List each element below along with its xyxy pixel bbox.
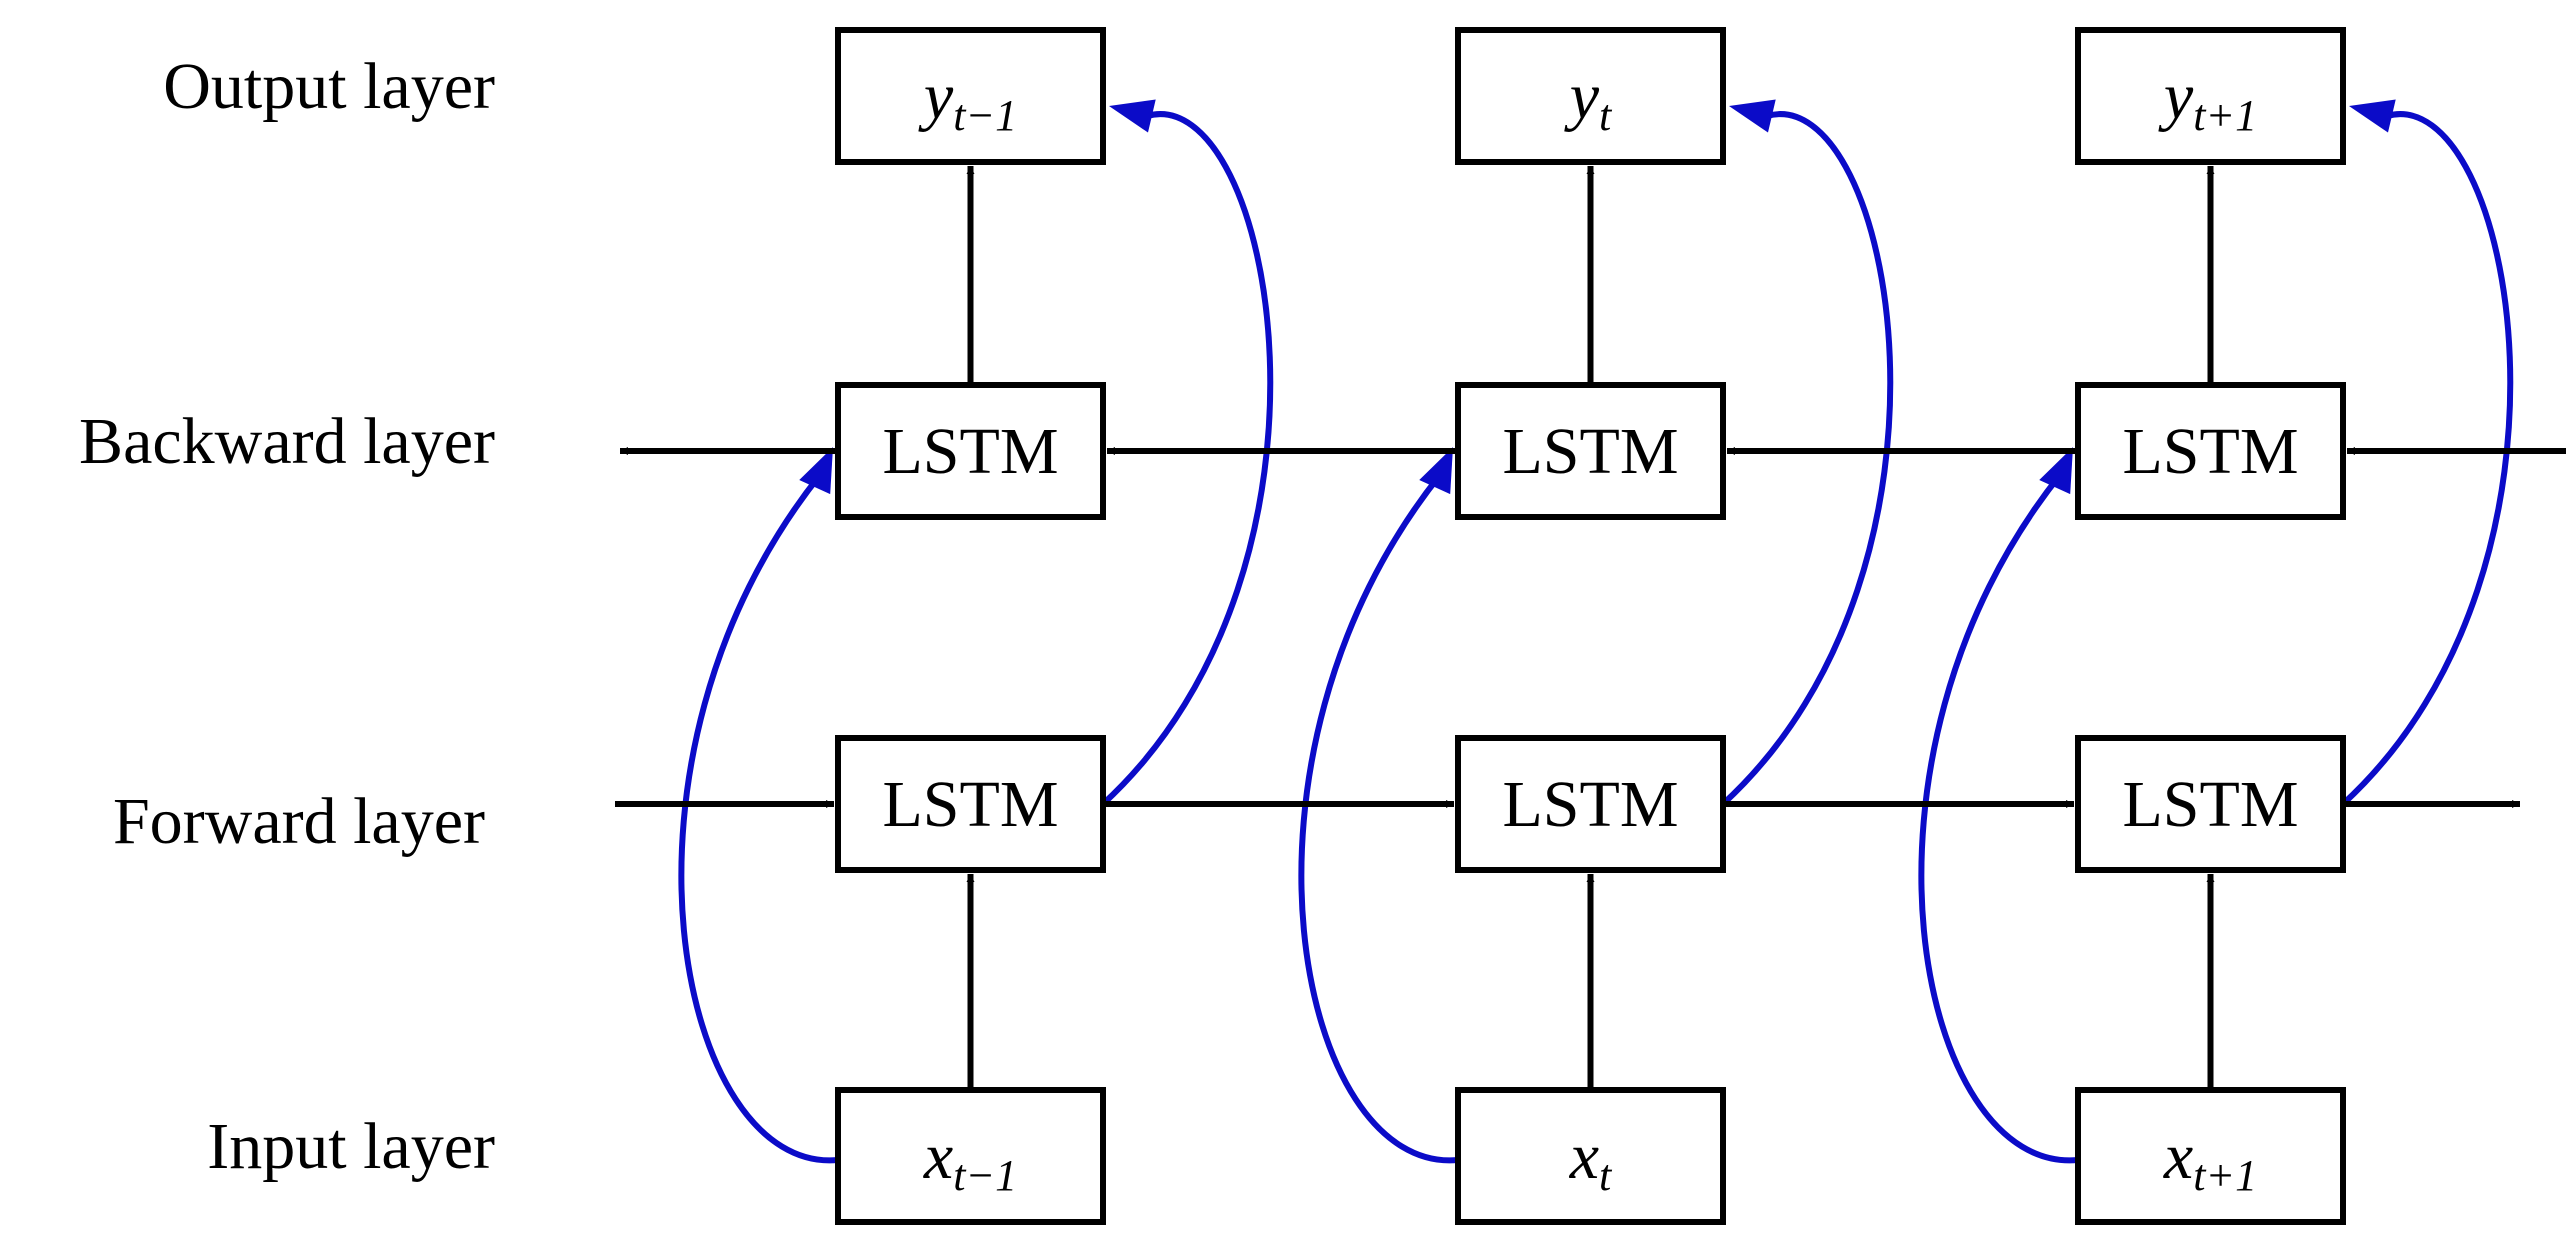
input-box-1-var: x bbox=[1569, 1120, 1599, 1193]
output-box-2-border bbox=[2075, 27, 2346, 165]
forward-lstm-1: LSTM bbox=[1455, 735, 1726, 873]
input-box-1-subscript: t bbox=[1599, 1151, 1613, 1200]
output-box-0-subscript: t−1 bbox=[953, 91, 1017, 140]
output-box-1: yt bbox=[1455, 27, 1726, 165]
skip-input-to-backward-1-arrowhead bbox=[1419, 447, 1453, 495]
input-box-0-subscript: t−1 bbox=[953, 1151, 1017, 1200]
forward-layer-label: Forward layer bbox=[113, 785, 485, 858]
backward-lstm-0-label: LSTM bbox=[882, 415, 1058, 488]
input-box-2-var: x bbox=[2163, 1120, 2193, 1193]
skip-input-to-backward-2-arrowhead bbox=[2039, 447, 2073, 495]
output-box-2-var: y bbox=[2158, 60, 2194, 133]
backward-lstm-2-border bbox=[2075, 382, 2346, 520]
input-box-0-var: x bbox=[923, 1120, 953, 1193]
output-box-2: yt+1 bbox=[2075, 27, 2346, 165]
output-box-1-var: y bbox=[1564, 60, 1600, 133]
input-box-0-label: xt−1 bbox=[923, 1120, 1017, 1200]
output-box-0-var: y bbox=[918, 60, 954, 133]
input-box-2-label: xt+1 bbox=[2163, 1120, 2257, 1200]
output-box-1-subscript: t bbox=[1599, 91, 1613, 140]
output-box-0-label: yt−1 bbox=[918, 60, 1017, 140]
input-box-1-label: xt bbox=[1569, 1120, 1613, 1200]
forward-lstm-2-label: LSTM bbox=[2122, 768, 2298, 841]
skip-forward-to-output-2 bbox=[2340, 111, 2514, 807]
output-layer-label: Output layer bbox=[163, 50, 495, 123]
input-box-2: xt+1 bbox=[2075, 1087, 2346, 1225]
output-box-2-label: yt+1 bbox=[2158, 60, 2257, 140]
blue-curves bbox=[678, 99, 2514, 1164]
backward-lstm-1: LSTM bbox=[1455, 382, 1726, 520]
forward-lstm-0: LSTM bbox=[835, 735, 1106, 873]
input-layer-label: Input layer bbox=[207, 1110, 495, 1183]
backward-lstm-0-border bbox=[835, 382, 1106, 520]
output-box-1-border bbox=[1455, 27, 1726, 165]
forward-lstm-2: LSTM bbox=[2075, 735, 2346, 873]
skip-input-to-backward-1 bbox=[1298, 473, 1459, 1164]
backward-lstm-1-border bbox=[1455, 382, 1726, 520]
black-arrows bbox=[615, 166, 2566, 1090]
boxes: yt−1LSTMLSTMxt−1ytLSTMLSTMxtyt+1LSTMLSTM… bbox=[835, 27, 2346, 1225]
forward-lstm-2-border bbox=[2075, 735, 2346, 873]
forward-lstm-1-border bbox=[1455, 735, 1726, 873]
input-box-0: xt−1 bbox=[835, 1087, 1106, 1225]
input-box-2-border bbox=[2075, 1087, 2346, 1225]
skip-input-to-backward-0 bbox=[678, 473, 839, 1164]
backward-lstm-2-label: LSTM bbox=[2122, 415, 2298, 488]
output-box-0-border bbox=[835, 27, 1106, 165]
skip-forward-to-output-1 bbox=[1720, 111, 1894, 807]
forward-lstm-0-border bbox=[835, 735, 1106, 873]
skip-input-to-backward-2 bbox=[1918, 473, 2079, 1164]
skip-forward-to-output-0 bbox=[1100, 111, 1274, 807]
skip-forward-to-output-0-arrowhead bbox=[1109, 99, 1156, 133]
input-box-2-subscript: t+1 bbox=[2193, 1151, 2257, 1200]
forward-lstm-0-label: LSTM bbox=[882, 768, 1058, 841]
backward-lstm-1-label: LSTM bbox=[1502, 415, 1678, 488]
output-box-1-label: yt bbox=[1564, 60, 1613, 140]
skip-forward-to-output-1-arrowhead bbox=[1729, 99, 1776, 133]
forward-lstm-1-label: LSTM bbox=[1502, 768, 1678, 841]
input-box-1-border bbox=[1455, 1087, 1726, 1225]
backward-lstm-2: LSTM bbox=[2075, 382, 2346, 520]
output-box-2-subscript: t+1 bbox=[2193, 91, 2257, 140]
skip-forward-to-output-2-arrowhead bbox=[2349, 99, 2396, 133]
output-box-0: yt−1 bbox=[835, 27, 1106, 165]
skip-input-to-backward-0-arrowhead bbox=[799, 447, 833, 495]
backward-lstm-0: LSTM bbox=[835, 382, 1106, 520]
backward-layer-label: Backward layer bbox=[79, 405, 495, 478]
input-box-0-border bbox=[835, 1087, 1106, 1225]
input-box-1: xt bbox=[1455, 1087, 1726, 1225]
